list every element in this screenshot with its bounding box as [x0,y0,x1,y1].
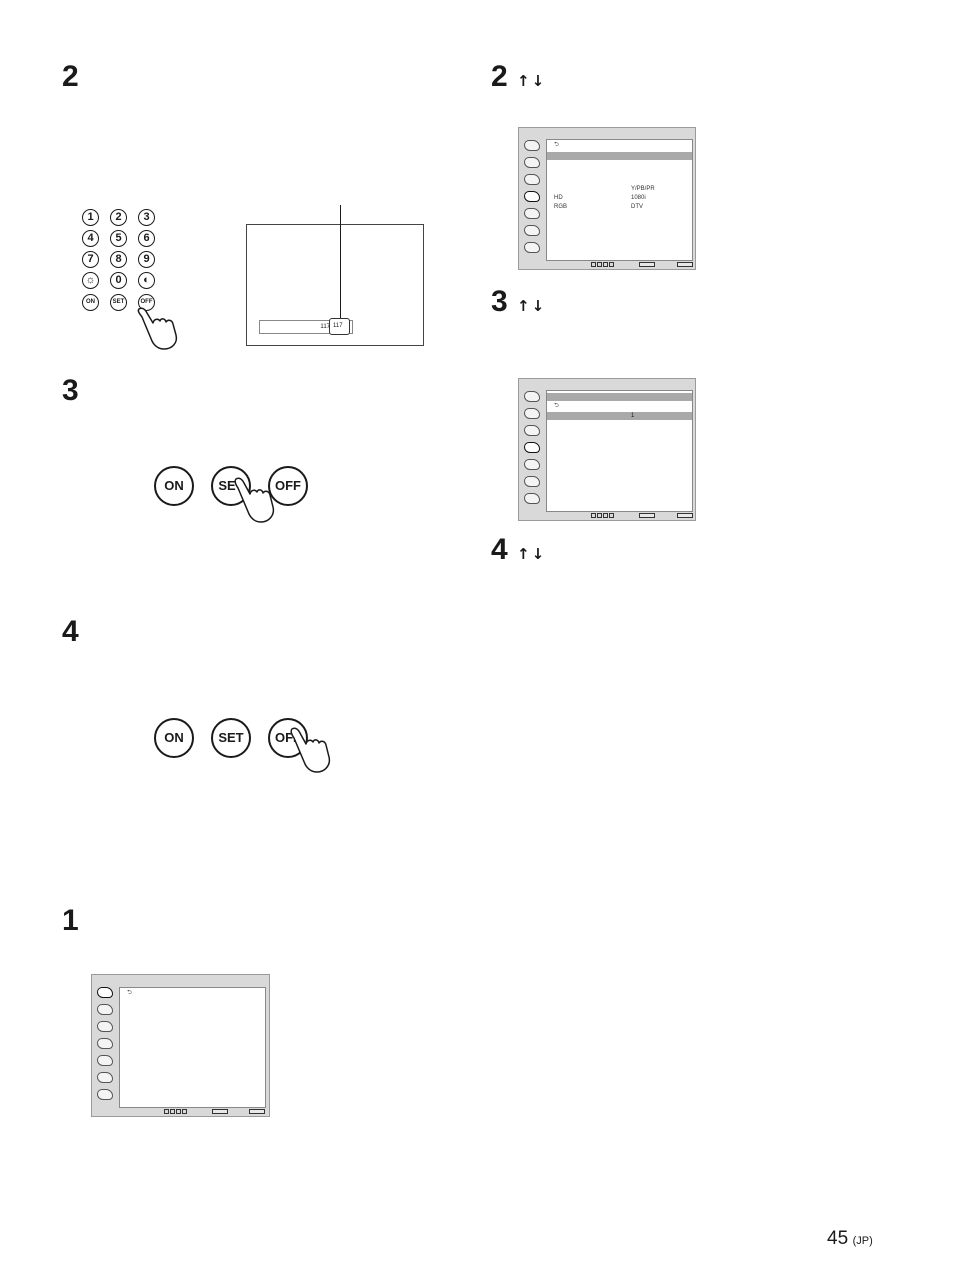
key-8: 8 [110,251,127,268]
back-icon: ⮌ [127,990,132,996]
setup-menu-icon [523,441,541,455]
menu-row: HD 1080i [554,195,646,201]
key-on: ON [82,294,99,311]
menu-row: RGB DTV [554,204,643,210]
brightness-key-icon: ☼ [82,272,99,289]
contrast-key-icon: ◐ [138,272,155,289]
screen-menu-icon [96,1020,114,1034]
setting-value: 1 [631,413,635,419]
key-3: 3 [138,209,155,226]
up-down-arrow-icon: ↑↓ [517,297,547,315]
on-button: ON [154,718,194,758]
title-bar [547,393,692,401]
step-number: 2 [62,60,79,93]
entered-number: 117 [320,324,330,330]
screen-menu-icon [523,424,541,438]
off-button: OFF [268,466,308,506]
key-2: 2 [110,209,127,226]
picture-menu-icon [523,390,541,404]
timer-menu-icon [523,224,541,238]
input-menu-icon [523,458,541,472]
step-number: 4 [491,533,508,566]
key-6: 6 [138,230,155,247]
key-9: 9 [138,251,155,268]
osd-icon-column [521,139,543,258]
step-number: 1 [62,904,79,937]
back-icon: ⮌ [554,403,559,409]
key-set: SET [110,294,127,311]
up-down-arrow-icon: ↑↓ [517,545,547,563]
highlight-row [547,152,692,160]
page-number-suffix: (JP) [852,1235,873,1247]
highlighted-number: 117 [333,323,343,329]
menu-row: Y/PB/PR [631,186,655,192]
page-number: 45 (JP) [827,1228,873,1250]
screen-menu-icon [523,173,541,187]
remote-keypad: 1 2 3 4 5 6 7 8 9 ☼ 0 ◐ ON SET OFF [82,209,162,314]
key-4: 4 [82,230,99,247]
step-number: 2 [491,60,508,93]
key-5: 5 [110,230,127,247]
number-entry-bar: 117 [259,320,353,334]
osd-menu: ⮌ [91,974,270,1117]
highlighted-number-box: 117 [329,318,350,335]
sound-menu-icon [96,1003,114,1017]
menu-key-label [677,513,693,518]
on-button: ON [154,466,194,506]
back-icon: ⮌ [554,142,559,148]
key-1: 1 [82,209,99,226]
osd-panel: ⮌ 1 [546,390,693,512]
setup-menu-icon [96,1037,114,1051]
pointing-hand-icon [234,477,275,523]
osd-nav-hints [591,513,615,519]
pointing-hand-icon [137,307,178,350]
enter-key-label [639,513,655,518]
callout-line [340,205,341,318]
step-number: 3 [62,374,79,407]
function-menu-icon [523,241,541,255]
osd-nav-hints [164,1109,188,1115]
sound-menu-icon [523,156,541,170]
key-7: 7 [82,251,99,268]
osd-icon-column [94,986,116,1105]
key-off: OFF [138,294,155,311]
menu-key-label [249,1109,265,1114]
osd-panel: ⮌ [119,987,266,1108]
highlight-row: 1 [547,412,692,420]
step-number: 4 [62,615,79,648]
input-menu-icon [523,207,541,221]
input-menu-icon [96,1054,114,1068]
tv-screen: 117 117 [246,224,424,346]
key-0: 0 [110,272,127,289]
up-down-arrow-icon: ↑↓ [517,72,547,90]
sound-menu-icon [523,407,541,421]
pointing-hand-icon [290,727,331,773]
step-number: 3 [491,285,508,318]
picture-menu-icon [96,986,114,1000]
menu-key-label [677,262,693,267]
function-menu-icon [523,492,541,506]
page-number-value: 45 [827,1228,849,1249]
timer-menu-icon [96,1071,114,1085]
function-menu-icon [96,1088,114,1102]
osd-panel: ⮌ Y/PB/PR HD 1080i RGB DTV [546,139,693,261]
timer-menu-icon [523,475,541,489]
osd-icon-column [521,390,543,509]
enter-key-label [212,1109,228,1114]
enter-key-label [639,262,655,267]
picture-menu-icon [523,139,541,153]
setup-menu-icon [523,190,541,204]
osd-nav-hints [591,262,615,268]
osd-menu: ⮌ 1 [518,378,696,521]
set-button: SET [211,718,251,758]
osd-menu: ⮌ Y/PB/PR HD 1080i RGB DTV [518,127,696,270]
